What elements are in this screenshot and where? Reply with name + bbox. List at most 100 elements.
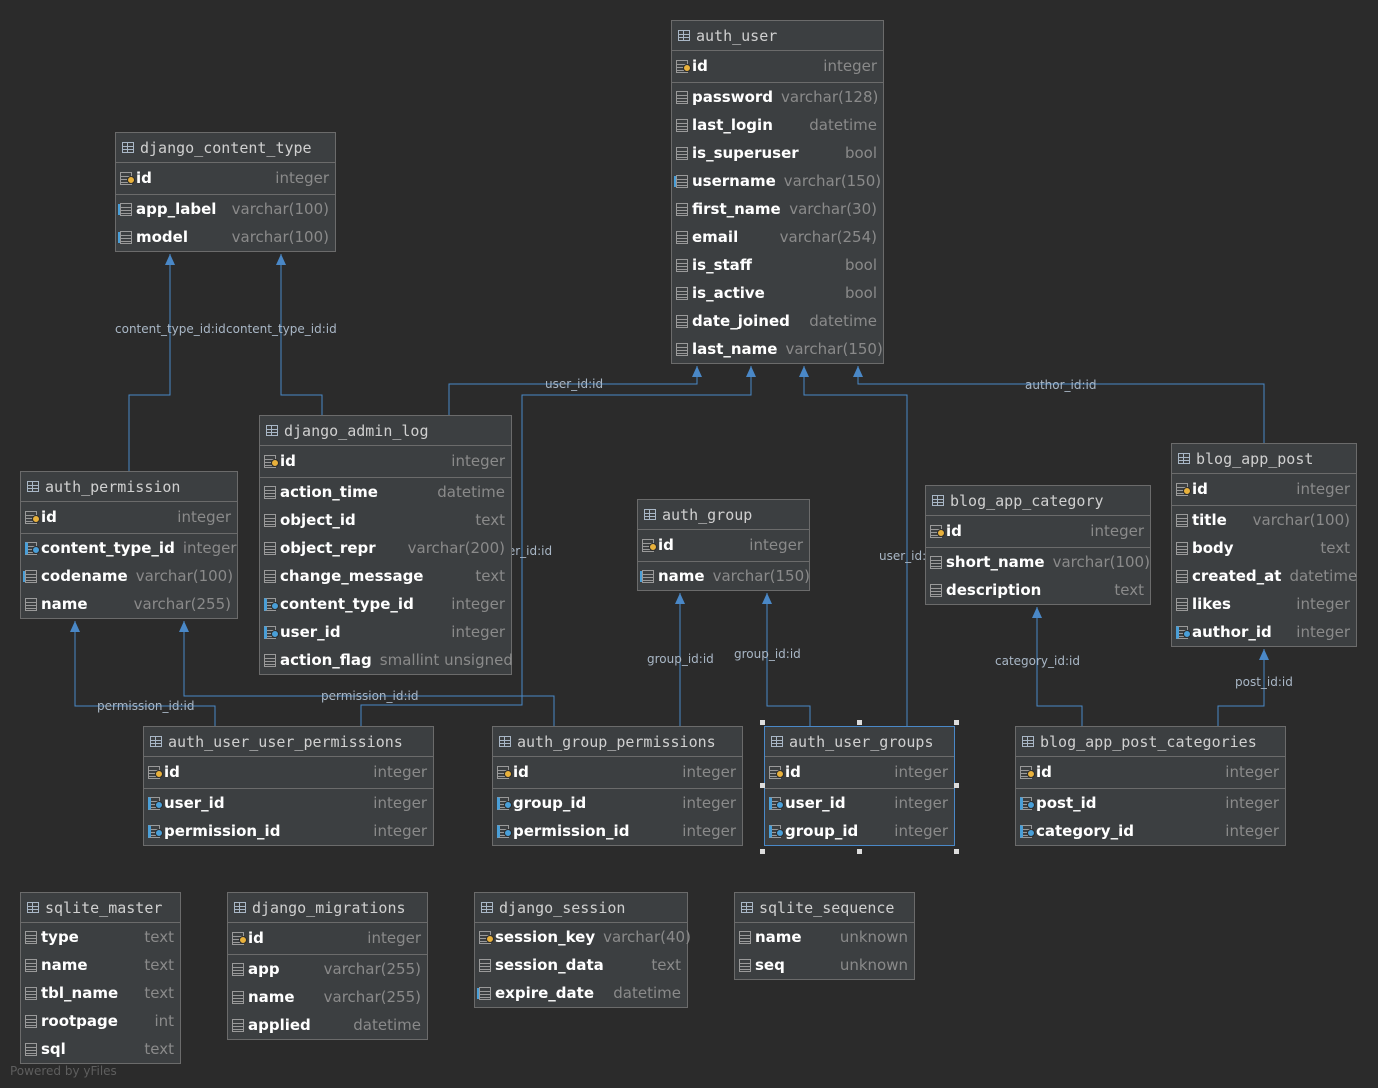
selection-handle[interactable]	[760, 720, 765, 725]
edge-category-id-id[interactable]	[1036, 607, 1083, 726]
edge-user-id-id[interactable]	[803, 366, 908, 726]
table-header[interactable]: auth_group_permissions	[493, 727, 742, 757]
table-header[interactable]: sqlite_master	[21, 893, 180, 923]
table-header[interactable]: django_session	[475, 893, 687, 923]
table-header[interactable]: blog_app_post	[1172, 444, 1356, 474]
table-header[interactable]: auth_group	[638, 500, 809, 530]
selection-handle[interactable]	[856, 849, 862, 854]
edge-content-type-id-id[interactable]	[128, 254, 171, 471]
table-header[interactable]: auth_user_groups	[765, 727, 954, 757]
selection-handle[interactable]	[760, 849, 765, 854]
table-header[interactable]: blog_app_post_categories	[1016, 727, 1285, 757]
table-header[interactable]: blog_app_category	[926, 486, 1150, 516]
selection-handle[interactable]	[954, 849, 959, 854]
edge-user-id-id[interactable]	[360, 366, 752, 726]
edge-permission-id-id[interactable]	[74, 621, 216, 726]
selection-handle[interactable]	[760, 782, 765, 788]
edge-content-type-id-id[interactable]	[280, 254, 323, 415]
edge-post-id-id[interactable]	[1217, 649, 1265, 726]
table-header[interactable]: auth_user_user_permissions	[144, 727, 433, 757]
table-header[interactable]: auth_permission	[21, 472, 237, 502]
table-header[interactable]: django_admin_log	[260, 416, 511, 446]
selection-handle[interactable]	[856, 720, 862, 725]
edge-permission-id-id[interactable]	[183, 621, 555, 726]
selection-handle[interactable]	[954, 782, 959, 788]
table-header[interactable]: django_migrations	[228, 893, 427, 923]
edge-group-id-id[interactable]	[766, 593, 811, 726]
selection-handle[interactable]	[954, 720, 959, 725]
